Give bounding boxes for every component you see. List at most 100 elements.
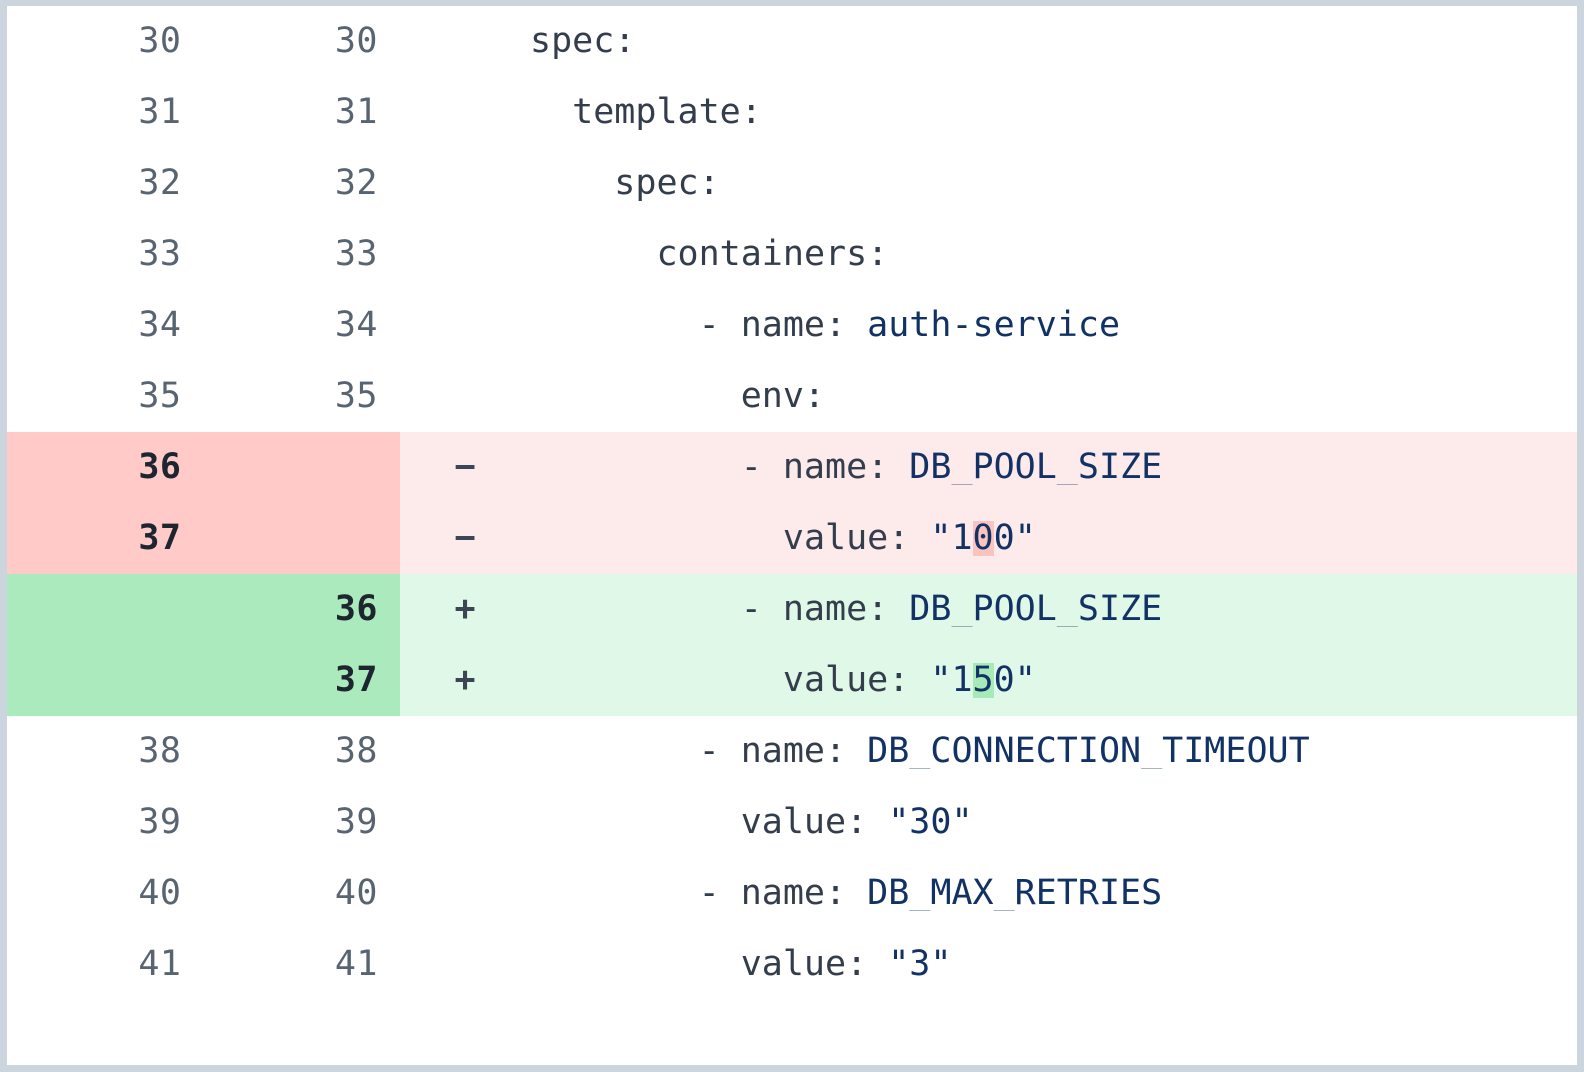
code-value: DB_CONNECTION_TIMEOUT bbox=[867, 734, 1310, 769]
diff-marker: + bbox=[454, 660, 476, 700]
new-line-number: 41 bbox=[334, 944, 378, 984]
code-value: DB_MAX_RETRIES bbox=[867, 876, 1163, 911]
code-key: spec: bbox=[614, 166, 720, 201]
old-line-number: 40 bbox=[138, 873, 182, 913]
code-indent bbox=[530, 805, 741, 840]
code-key: - name: bbox=[740, 450, 910, 485]
diff-code-line: - name: DB_MAX_RETRIES bbox=[530, 876, 1577, 911]
code-key: - name: bbox=[740, 592, 910, 627]
diff-row[interactable]: 37 + value: "150" bbox=[7, 645, 1577, 716]
diff-gutter: 37 bbox=[7, 645, 400, 716]
code-indent bbox=[530, 450, 741, 485]
code-indent bbox=[530, 521, 783, 556]
diff-code-line: - name: auth-service bbox=[530, 308, 1577, 343]
code-value-prefix: "1 bbox=[930, 663, 973, 698]
diff-code-line: value: "150" bbox=[530, 663, 1577, 698]
code-value: "30" bbox=[888, 805, 973, 840]
new-line-number: 38 bbox=[334, 731, 378, 771]
diff-code-line: value: "3" bbox=[530, 947, 1577, 982]
code-indent bbox=[530, 947, 741, 982]
code-indent bbox=[530, 308, 699, 343]
code-indent bbox=[530, 734, 699, 769]
old-line-number: 33 bbox=[138, 234, 182, 274]
code-indent bbox=[530, 237, 656, 272]
diff-gutter: 36 bbox=[7, 432, 400, 503]
old-line-number: 36 bbox=[138, 447, 182, 487]
diff-row[interactable]: 34 34 - name: auth-service bbox=[7, 290, 1577, 361]
old-line-number: 41 bbox=[138, 944, 182, 984]
diff-row[interactable]: 41 41 value: "3" bbox=[7, 929, 1577, 1000]
new-line-number: 33 bbox=[334, 234, 378, 274]
code-key: value: bbox=[782, 521, 931, 556]
code-key: - name: bbox=[698, 876, 868, 911]
diff-gutter: 37 bbox=[7, 503, 400, 574]
diff-row[interactable]: 30 30 spec: bbox=[7, 6, 1577, 77]
diff-code-line: env: bbox=[530, 379, 1577, 414]
diff-code-line: - name: DB_CONNECTION_TIMEOUT bbox=[530, 734, 1577, 769]
diff-row[interactable]: 32 32 spec: bbox=[7, 148, 1577, 219]
new-line-number: 40 bbox=[334, 873, 378, 913]
changed-character-highlight: 5 bbox=[972, 663, 994, 698]
diff-code-line: - name: DB_POOL_SIZE bbox=[530, 450, 1577, 485]
diff-row[interactable]: 36 + - name: DB_POOL_SIZE bbox=[7, 574, 1577, 645]
diff-row[interactable]: 36 − - name: DB_POOL_SIZE bbox=[7, 432, 1577, 503]
code-value: DB_POOL_SIZE bbox=[909, 450, 1163, 485]
code-indent bbox=[530, 379, 741, 414]
diff-code-line: template: bbox=[530, 95, 1577, 130]
diff-code-line: spec: bbox=[530, 166, 1577, 201]
code-indent bbox=[530, 876, 699, 911]
diff-code-line: value: "100" bbox=[530, 521, 1577, 556]
diff-row[interactable]: 33 33 containers: bbox=[7, 219, 1577, 290]
new-line-number: 39 bbox=[334, 802, 378, 842]
diff-marker: − bbox=[454, 447, 476, 487]
diff-row[interactable]: 37 − value: "100" bbox=[7, 503, 1577, 574]
diff-marker: + bbox=[454, 589, 476, 629]
diff-code-line: - name: DB_POOL_SIZE bbox=[530, 592, 1577, 627]
old-line-number: 32 bbox=[138, 163, 182, 203]
code-value: auth-service bbox=[867, 308, 1121, 343]
old-line-number: 39 bbox=[138, 802, 182, 842]
old-line-number: 30 bbox=[138, 21, 182, 61]
diff-code-line: value: "30" bbox=[530, 805, 1577, 840]
new-line-number: 35 bbox=[334, 376, 378, 416]
code-indent bbox=[530, 592, 741, 627]
diff-gutter: 33 33 bbox=[7, 219, 400, 290]
diff-gutter: 30 30 bbox=[7, 6, 400, 77]
code-key: containers: bbox=[656, 237, 889, 272]
old-line-number: 38 bbox=[138, 731, 182, 771]
new-line-number: 34 bbox=[334, 305, 378, 345]
code-indent bbox=[530, 95, 572, 130]
diff-marker: − bbox=[454, 518, 476, 558]
diff-gutter: 34 34 bbox=[7, 290, 400, 361]
new-line-number: 37 bbox=[334, 660, 378, 700]
code-value-prefix: "1 bbox=[930, 521, 973, 556]
diff-gutter: 41 41 bbox=[7, 929, 400, 1000]
diff-row[interactable]: 39 39 value: "30" bbox=[7, 787, 1577, 858]
old-line-number: 37 bbox=[138, 518, 182, 558]
code-key: spec: bbox=[530, 24, 636, 59]
changed-character-highlight: 0 bbox=[972, 521, 994, 556]
diff-code-line: containers: bbox=[530, 237, 1577, 272]
new-line-number: 32 bbox=[334, 163, 378, 203]
code-key: - name: bbox=[698, 308, 868, 343]
new-line-number: 31 bbox=[334, 92, 378, 132]
diff-row[interactable]: 40 40 - name: DB_MAX_RETRIES bbox=[7, 858, 1577, 929]
new-line-number: 30 bbox=[334, 21, 378, 61]
code-key: value: bbox=[740, 947, 889, 982]
diff-code-line: spec: bbox=[530, 24, 1577, 59]
old-line-number: 34 bbox=[138, 305, 182, 345]
code-key: env: bbox=[740, 379, 826, 414]
code-key: value: bbox=[740, 805, 889, 840]
diff-row[interactable]: 38 38 - name: DB_CONNECTION_TIMEOUT bbox=[7, 716, 1577, 787]
code-key: template: bbox=[572, 95, 762, 130]
diff-gutter: 40 40 bbox=[7, 858, 400, 929]
new-line-number: 36 bbox=[334, 589, 378, 629]
diff-gutter: 39 39 bbox=[7, 787, 400, 858]
diff-gutter: 32 32 bbox=[7, 148, 400, 219]
